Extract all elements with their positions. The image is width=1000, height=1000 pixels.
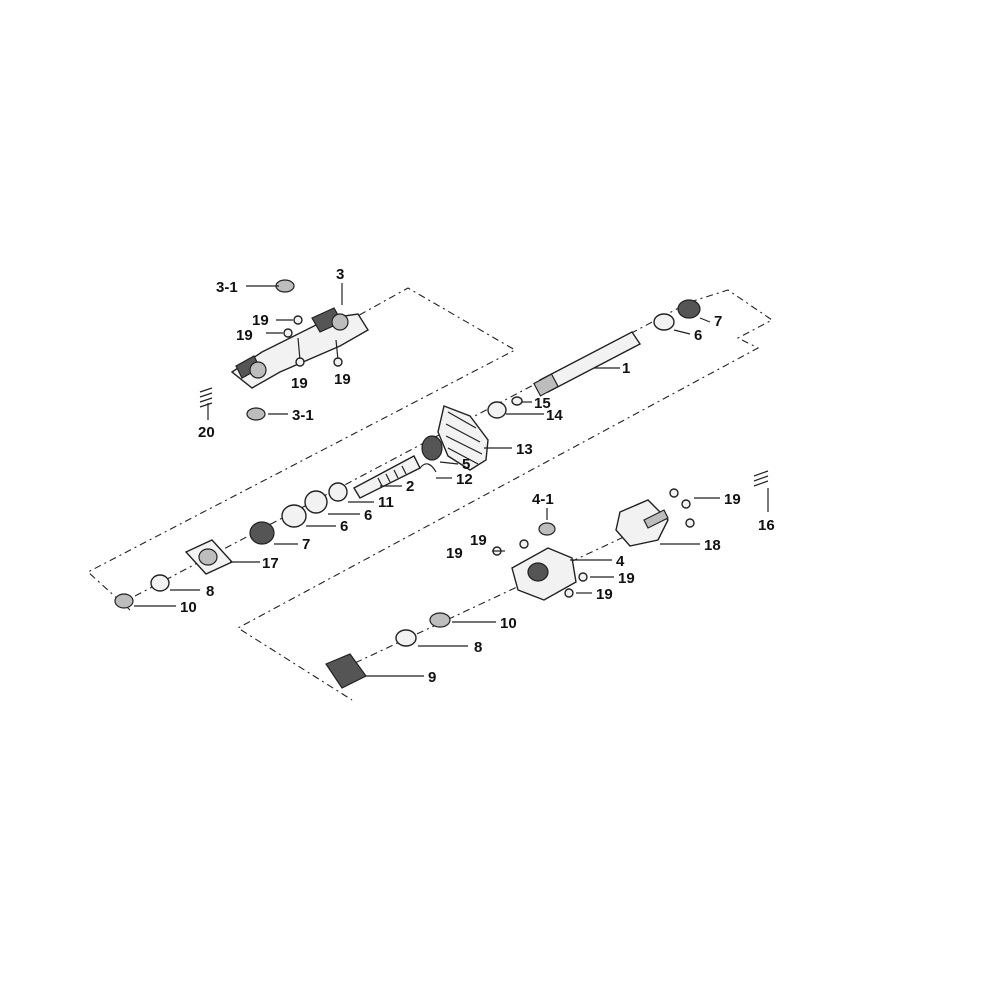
nut-4-1 — [538, 522, 556, 536]
bolt-19-g — [578, 572, 588, 582]
washer-11 — [328, 482, 348, 502]
label-19-g: 19 — [618, 570, 635, 587]
washer-8-right — [395, 629, 417, 647]
leader-lines — [134, 283, 769, 677]
label-4-1: 4-1 — [532, 491, 554, 508]
flange-9 — [325, 653, 367, 689]
label-4: 4 — [616, 553, 625, 570]
label-18: 18 — [704, 537, 721, 554]
seal-7-top — [677, 299, 701, 319]
bevel-gear-13 — [437, 405, 489, 471]
bolt-19-e — [519, 539, 529, 549]
bolt-19-a — [293, 315, 303, 325]
label-19-e: 19 — [470, 532, 487, 549]
bearing-6-a — [304, 490, 328, 514]
label-19-c: 19 — [291, 375, 308, 392]
label-17: 17 — [262, 555, 279, 572]
label-19-f: 19 — [446, 545, 463, 562]
washer-15 — [511, 396, 523, 406]
label-20: 20 — [198, 424, 215, 441]
bearing-5 — [421, 435, 443, 461]
label-2: 2 — [406, 478, 414, 495]
label-3: 3 — [336, 266, 344, 283]
bearing-6-top — [653, 313, 675, 331]
washer-14 — [487, 401, 507, 419]
label-15: 15 — [534, 395, 551, 412]
circlip-12 — [419, 463, 437, 473]
spring-20 — [199, 387, 213, 408]
pinion-shaft-2 — [353, 455, 421, 499]
bolt-19-i — [669, 488, 679, 498]
label-3-1-bottom: 3-1 — [292, 407, 314, 424]
bearing-6-b — [281, 504, 307, 528]
spring-16 — [753, 470, 769, 487]
assembly-outline-right — [236, 289, 774, 701]
label-1: 1 — [622, 360, 630, 377]
label-9: 9 — [428, 669, 436, 686]
label-14: 14 — [546, 407, 563, 424]
label-16: 16 — [758, 517, 775, 534]
label-8-right: 8 — [474, 639, 482, 656]
seal-7-bottom — [249, 521, 275, 545]
centerline-lower — [339, 519, 661, 671]
label-19-h: 19 — [596, 586, 613, 603]
label-19-i: 19 — [724, 491, 741, 508]
label-19-d: 19 — [334, 371, 351, 388]
washer-10-right — [429, 612, 451, 628]
washer-8-left — [150, 574, 170, 592]
label-6-top: 6 — [694, 327, 702, 344]
label-10-left: 10 — [180, 599, 197, 616]
bolt-19-c — [295, 357, 305, 367]
bolt-19-k — [685, 518, 695, 528]
label-19-a: 19 — [252, 312, 269, 329]
washer-10-left — [114, 593, 134, 609]
nut-3-1-bottom — [246, 407, 266, 421]
label-13: 13 — [516, 441, 533, 458]
label-6-a: 6 — [364, 507, 372, 524]
label-10-right: 10 — [500, 615, 517, 632]
label-6-b: 6 — [340, 518, 348, 535]
label-3-1-top: 3-1 — [216, 279, 238, 296]
universal-joint-assembly — [230, 307, 369, 389]
bolt-19-d — [333, 357, 343, 367]
bolt-19-h — [564, 588, 574, 598]
shaft-1 — [533, 331, 642, 397]
housing-4 — [511, 547, 577, 601]
cover-18 — [615, 499, 669, 547]
label-8-left: 8 — [206, 583, 214, 600]
bolt-19-b — [283, 328, 293, 338]
flange-17-hub — [198, 548, 218, 566]
label-11: 11 — [378, 494, 394, 511]
label-12: 12 — [456, 471, 473, 488]
label-19-b: 19 — [236, 327, 253, 344]
label-7-top: 7 — [714, 313, 722, 330]
label-5: 5 — [462, 456, 470, 473]
label-7-bottom: 7 — [302, 536, 310, 553]
bolt-19-j — [681, 499, 691, 509]
